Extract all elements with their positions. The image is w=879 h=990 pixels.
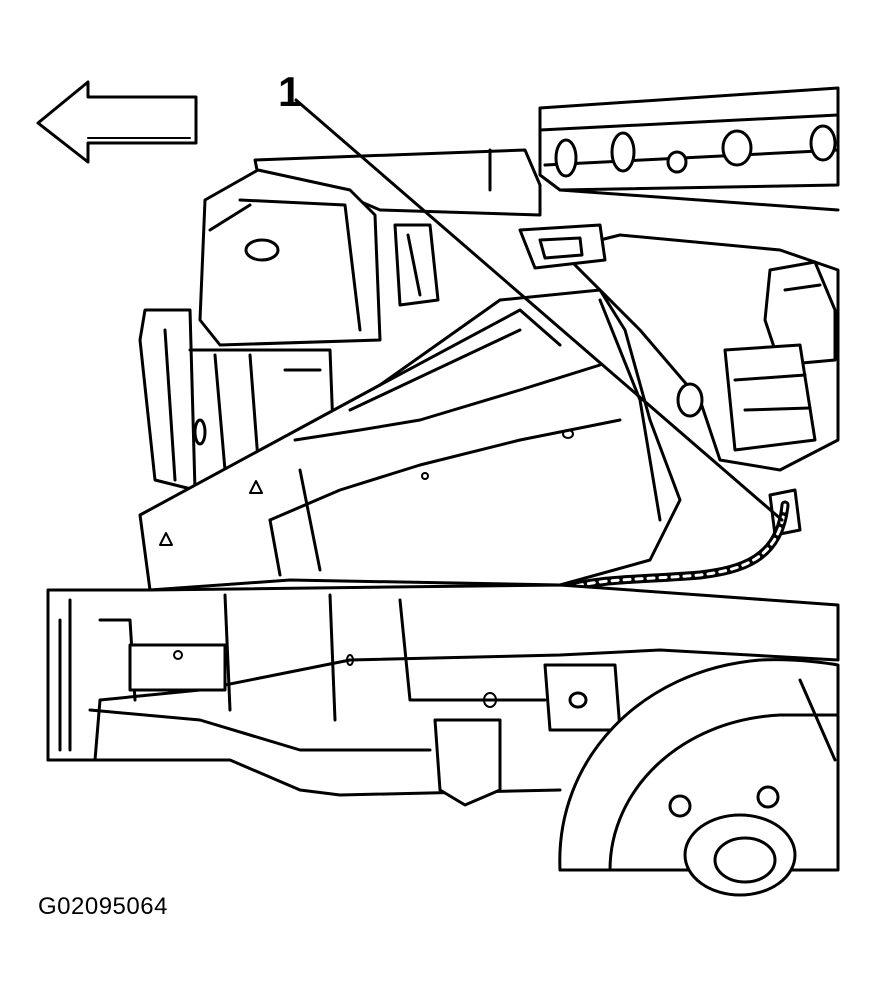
upper-frame-rail — [538, 86, 840, 212]
control-arm — [138, 288, 682, 592]
figure-id-label: G02095064 — [38, 893, 168, 920]
shock-bracket-assembly — [518, 223, 840, 537]
direction-arrow-icon — [36, 80, 198, 164]
brake-rotor — [558, 658, 840, 897]
body-structure-left — [138, 148, 542, 492]
callout-1: 1 — [278, 68, 784, 522]
lower-frame-rail — [46, 583, 840, 807]
callout-number-label: 1 — [278, 68, 301, 115]
